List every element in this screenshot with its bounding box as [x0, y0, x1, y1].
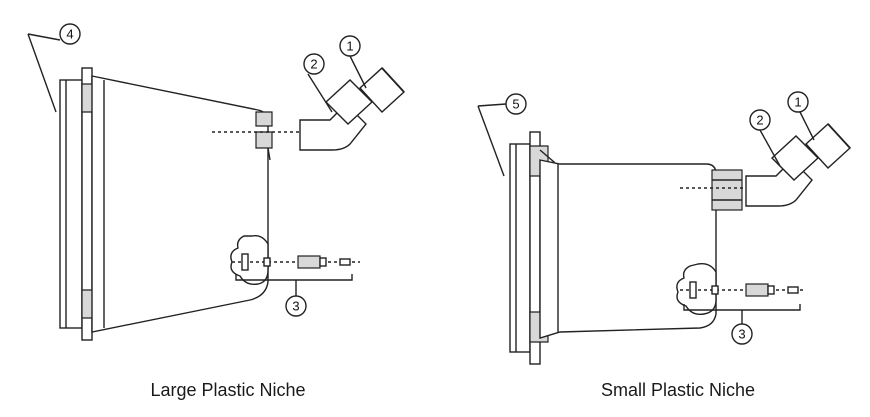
small-callout-2: 2	[749, 109, 771, 131]
small-cord-connector	[745, 283, 769, 297]
small-niche-body	[539, 159, 717, 339]
svg-text:3: 3	[738, 327, 745, 342]
svg-text:5: 5	[512, 97, 519, 112]
large-niche-cutaway	[230, 234, 269, 286]
small-niche-hub	[711, 169, 743, 211]
large-callout-4: 4	[59, 23, 81, 45]
small-niche-caption: Small Plastic Niche	[600, 380, 756, 400]
svg-text:4: 4	[66, 27, 73, 42]
small-callout-3: 3	[731, 323, 753, 345]
small-niche-assembly: 1 2 3 5	[477, 91, 851, 365]
large-callout-1: 1	[339, 35, 361, 57]
large-niche-faceplate	[59, 79, 83, 329]
svg-text:2: 2	[310, 57, 317, 72]
small-callout-1: 1	[787, 91, 809, 113]
large-niche-assembly: 1 2 3 4	[27, 23, 405, 341]
small-niche-faceplate	[509, 143, 531, 353]
small-callout-5: 5	[505, 93, 527, 115]
large-niche-caption: Large Plastic Niche	[150, 380, 306, 400]
large-callout-2: 2	[303, 53, 325, 75]
svg-text:1: 1	[794, 95, 801, 110]
large-niche-body	[91, 75, 269, 333]
large-cord-connector	[297, 255, 321, 269]
svg-text:3: 3	[292, 299, 299, 314]
svg-text:2: 2	[756, 113, 763, 128]
svg-text:1: 1	[346, 39, 353, 54]
large-callout-3: 3	[285, 295, 307, 317]
